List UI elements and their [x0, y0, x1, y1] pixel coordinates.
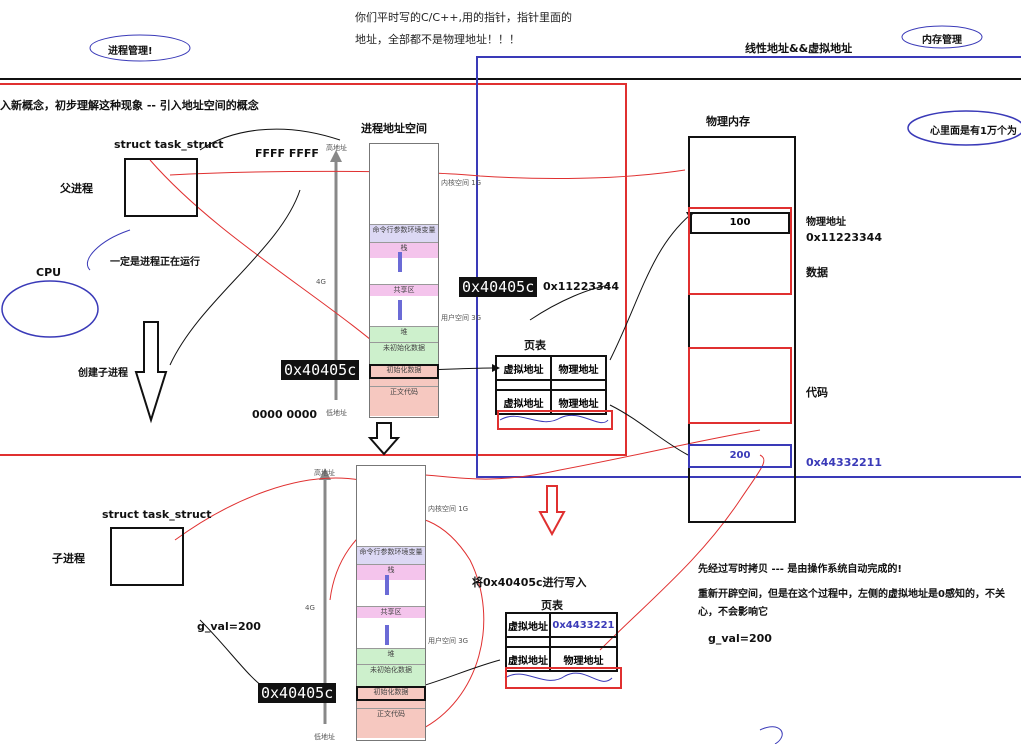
phys-val-200: 200 [688, 444, 792, 468]
phys-mem-column [688, 136, 796, 523]
g-val-right: g_val=200 [708, 632, 772, 645]
low-addr-top: 低地址 [326, 409, 347, 417]
phys-code-region [688, 347, 792, 424]
ffff-label: FFFF FFFF [255, 147, 319, 160]
pt-bot-virt-1: 虚拟地址 [505, 612, 551, 638]
heap-arrow [398, 300, 402, 320]
blue-frame [476, 56, 1021, 478]
cow-note: 先经过写时拷贝 --- 是由操作系统自动完成的! [698, 564, 902, 575]
four-g-bottom: 4G [305, 604, 315, 612]
hex-virtual-child: 0x40405c [258, 683, 337, 703]
data-label: 数据 [806, 266, 828, 279]
seg-stack: 栈 [370, 242, 438, 258]
task-struct-child-box [110, 527, 184, 586]
top-note-line2: 地址，全部都不是物理地址！！！ [355, 33, 520, 46]
hex-virtual-top: 0x40405c [281, 360, 360, 380]
hex-virtual-mid: 0x40405c [459, 277, 538, 297]
user-space-top: 用户空间 3G [441, 314, 482, 322]
intro-text: 入新概念，初步理解这种现象 -- 引入地址空间的概念 [0, 99, 259, 112]
code-label: 代码 [806, 386, 828, 399]
kernel-space-top: 内核空间 1G [441, 179, 482, 187]
ten-thousand-ellipse [907, 110, 1021, 146]
memory-mgmt-ellipse [901, 25, 983, 49]
selected-global-top [369, 364, 439, 379]
red-frame [0, 83, 627, 456]
pt-bot-new-phys: 0x4433221 [548, 612, 619, 638]
process-mgmt-label: 进程管理! [108, 46, 153, 57]
address-space-column-child: 命令行参数环境变量 栈 共享区 堆 未初始化数据 初始化数据 正文代码 [356, 465, 426, 741]
seg-cmdline: 命令行参数环境变量 [370, 224, 438, 242]
g-val-child: g_val=200 [197, 620, 261, 633]
high-addr-top: 高地址 [326, 144, 347, 152]
heap-arrow-child [385, 625, 389, 645]
cpu-label: CPU [36, 266, 62, 279]
page-table-top-red [497, 410, 613, 430]
four-g-top: 4G [316, 278, 326, 286]
hex-phys-mid: 0x11223344 [543, 280, 619, 293]
reopen-line2: 心，不会影响它 [698, 607, 768, 618]
seg-uninit-child: 未初始化数据 [357, 664, 425, 686]
memory-mgmt-label: 内存管理 [922, 35, 962, 46]
stack-arrow [398, 252, 402, 272]
down-arrow-create [134, 321, 168, 424]
page-table-title-top: 页表 [524, 339, 546, 352]
child-process-label: 子进程 [52, 552, 85, 565]
task-struct-child-label: struct task_struct [102, 508, 212, 521]
seg-gap1 [370, 258, 438, 284]
page-table-top: 虚拟地址物理地址 虚拟地址物理地址 [495, 355, 607, 415]
task-struct-label: struct task_struct [114, 138, 224, 151]
phys-mem-title: 物理内存 [706, 115, 750, 128]
phys-data-region [688, 207, 792, 295]
top-note-line1: 你们平时写的C/C++,用的指针，指针里面的 [355, 11, 572, 24]
seg-cmdline-child: 命令行参数环境变量 [357, 546, 425, 564]
create-child-label: 创建子进程 [78, 368, 128, 379]
seg-shared: 共享区 [370, 284, 438, 296]
parent-process-label: 父进程 [60, 182, 93, 195]
linear-virtual-label: 线性地址&&虚拟地址 [745, 42, 853, 55]
kernel-space-bottom: 内核空间 1G [428, 505, 469, 513]
task-struct-box [124, 158, 198, 217]
seg-stack-child: 栈 [357, 564, 425, 580]
stack-arrow-child [385, 575, 389, 595]
selected-global-child [356, 686, 426, 701]
pt-top-virt-1: 虚拟地址 [495, 355, 552, 381]
phys-val-100: 100 [690, 212, 790, 234]
seg-text: 正文代码 [370, 386, 438, 416]
user-space-bottom: 用户空间 3G [428, 637, 469, 645]
seg-heap-child: 堆 [357, 648, 425, 664]
ten-thousand-label: 心里面是有1万个为 [930, 126, 1017, 137]
phys-addr-label: 物理地址 [806, 217, 846, 228]
phys-addr-val2: 0x44332211 [806, 456, 882, 469]
address-space-column: 命令行参数环境变量 栈 共享区 堆 未初始化数据 初始化数据 正文代码 [369, 143, 439, 418]
pt-top-phys-1: 物理地址 [550, 355, 607, 381]
page-table-title-bottom: 页表 [541, 599, 563, 612]
down-arrow-middle [367, 422, 401, 456]
seg-heap: 堆 [370, 326, 438, 342]
seg-uninit: 未初始化数据 [370, 342, 438, 364]
page-table-bottom-red [505, 667, 622, 689]
seg-shared-child: 共享区 [357, 606, 425, 618]
reopen-line1: 重新开辟空间，但是在这个过程中，左侧的虚拟地址是0感知的，不关 [698, 589, 1005, 600]
cpu-ellipse [1, 280, 99, 338]
low-addr-bottom: 低地址 [314, 733, 335, 741]
phys-addr-val: 0x11223344 [806, 231, 882, 244]
down-arrow-red [538, 485, 566, 537]
high-addr-bottom: 高地址 [314, 469, 335, 477]
must-running-label: 一定是进程正在运行 [110, 257, 200, 268]
addr-space-title: 进程地址空间 [361, 122, 427, 135]
seg-gap2 [370, 296, 438, 326]
zero-label: 0000 0000 [252, 408, 318, 421]
process-mgmt-ellipse [89, 34, 191, 62]
seg-text-child: 正文代码 [357, 708, 425, 738]
write-note: 将0x40405c进行写入 [472, 576, 587, 589]
